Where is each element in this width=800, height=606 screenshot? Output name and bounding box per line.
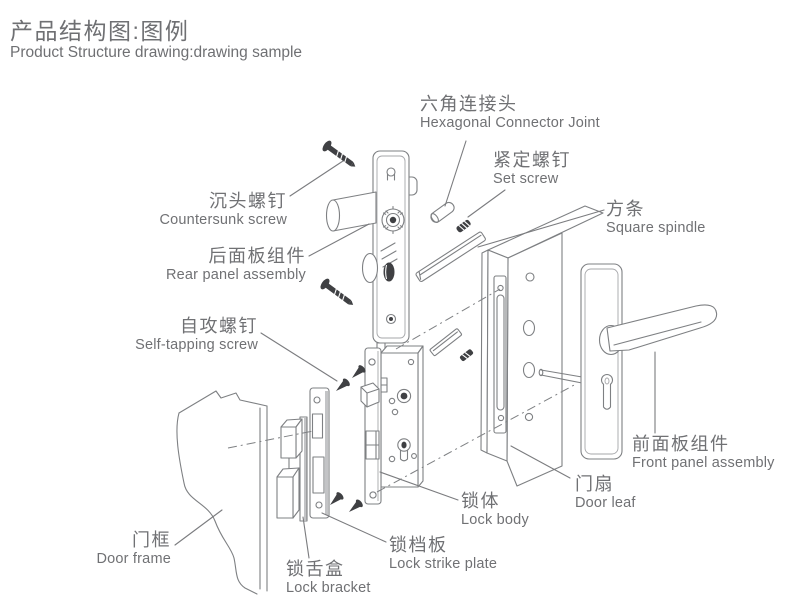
label-self-tapping-screw-zh: 自攻螺钉 xyxy=(180,316,258,336)
page-title-en: Product Structure drawing:drawing sample xyxy=(10,44,303,61)
label-lock-body-en: Lock body xyxy=(461,512,529,529)
label-lock-bracket-en: Lock bracket xyxy=(286,580,371,597)
label-hex-connector: 六角连接头 Hexagonal Connector Joint xyxy=(420,94,600,132)
page-title-zh: 产品结构图:图例 xyxy=(10,18,190,44)
label-lock-strike-plate-en: Lock strike plate xyxy=(389,556,498,573)
label-set-screw: 紧定螺钉 Set screw xyxy=(493,150,571,188)
label-front-panel: 前面板组件 Front panel assembly xyxy=(632,434,775,472)
label-countersunk-screw-zh: 沉头螺钉 xyxy=(209,191,287,211)
rear-panel-assembly-drawing xyxy=(325,150,418,344)
label-door-frame-zh: 门框 xyxy=(132,530,171,550)
front-panel-assembly-drawing xyxy=(538,263,718,460)
label-countersunk-screw: 沉头螺钉 Countersunk screw xyxy=(159,191,287,229)
label-self-tapping-screw: 自攻螺钉 Self-tapping screw xyxy=(135,316,258,354)
label-lock-bracket-zh: 锁舌盒 xyxy=(286,559,345,579)
label-square-spindle: 方条 Square spindle xyxy=(606,199,706,237)
label-lock-body: 锁体 Lock body xyxy=(461,491,529,529)
door-frame-drawing xyxy=(176,390,268,595)
label-door-leaf-en: Door leaf xyxy=(575,495,636,512)
lock-strike-plate-drawing xyxy=(309,387,330,519)
leader-lines xyxy=(174,140,656,559)
label-lock-strike-plate-zh: 锁档板 xyxy=(389,535,448,555)
label-door-frame: 门框 Door frame xyxy=(96,530,171,568)
hex-connector-icon xyxy=(430,201,455,223)
label-lock-bracket: 锁舌盒 Lock bracket xyxy=(286,559,371,597)
self-tapping-screw-icon xyxy=(330,365,366,512)
set-screw-icon xyxy=(456,219,471,233)
label-square-spindle-zh: 方条 xyxy=(606,199,645,219)
label-rear-panel: 后面板组件 Rear panel assembly xyxy=(166,246,306,284)
label-door-leaf: 门扇 Door leaf xyxy=(575,474,636,512)
set-screw-2-icon xyxy=(459,349,474,362)
axis-dash-lines xyxy=(227,288,577,493)
label-front-panel-zh: 前面板组件 xyxy=(632,434,730,454)
countersunk-screw-icon xyxy=(320,140,356,305)
label-hex-connector-zh: 六角连接头 xyxy=(420,94,518,114)
label-self-tapping-screw-en: Self-tapping screw xyxy=(135,337,258,354)
square-spindle-icon xyxy=(415,231,486,282)
label-set-screw-en: Set screw xyxy=(493,171,559,188)
label-set-screw-zh: 紧定螺钉 xyxy=(493,150,571,170)
short-spindle-icon xyxy=(429,328,462,357)
label-square-spindle-en: Square spindle xyxy=(606,220,706,237)
label-lock-strike-plate: 锁档板 Lock strike plate xyxy=(389,535,497,573)
lock-body-drawing xyxy=(360,340,424,505)
label-door-frame-en: Door frame xyxy=(96,551,171,568)
label-rear-panel-zh: 后面板组件 xyxy=(208,246,306,266)
label-rear-panel-en: Rear panel assembly xyxy=(165,267,306,284)
label-hex-connector-en: Hexagonal Connector Joint xyxy=(420,115,600,132)
label-front-panel-en: Front panel assembly xyxy=(632,455,775,472)
label-door-leaf-zh: 门扇 xyxy=(575,474,614,494)
label-lock-body-zh: 锁体 xyxy=(461,491,500,511)
label-countersunk-screw-en: Countersunk screw xyxy=(159,212,287,229)
